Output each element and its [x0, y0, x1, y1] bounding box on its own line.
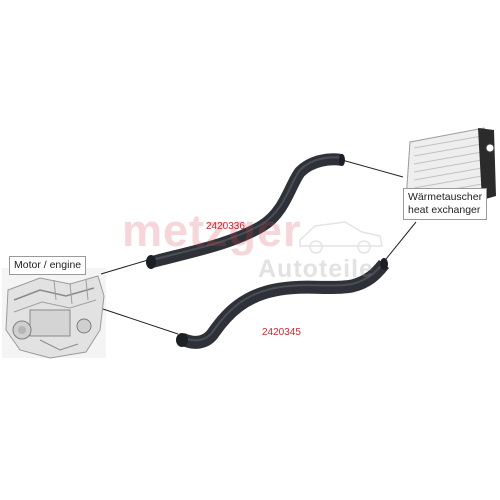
pointer-line-lower-hose [381, 221, 417, 265]
heat-exchanger-label-en: heat exchanger [408, 204, 481, 216]
part-number-lower: 2420345 [262, 327, 301, 338]
heat-exchanger-label: Wärmetauscher heat exchanger [403, 188, 488, 220]
watermark-subtitle: Autoteile [258, 255, 374, 283]
pointer-line-upper-hose [341, 159, 404, 178]
heat-exchanger-label-de: Wärmetauscher [408, 191, 483, 203]
pointer-line-engine-lower [102, 308, 179, 335]
pointer-line-engine-upper [100, 259, 149, 275]
watermark-brand: metzger [122, 205, 302, 256]
part-number-upper: 2420336 [206, 221, 245, 232]
hose-2420336 [146, 153, 345, 269]
engine-label-text: Motor / engine [14, 259, 82, 271]
engine-label: Motor / engine [9, 256, 87, 275]
engine-illustration [2, 268, 106, 359]
hose-2420345 [176, 258, 390, 349]
watermark-car [299, 221, 383, 254]
